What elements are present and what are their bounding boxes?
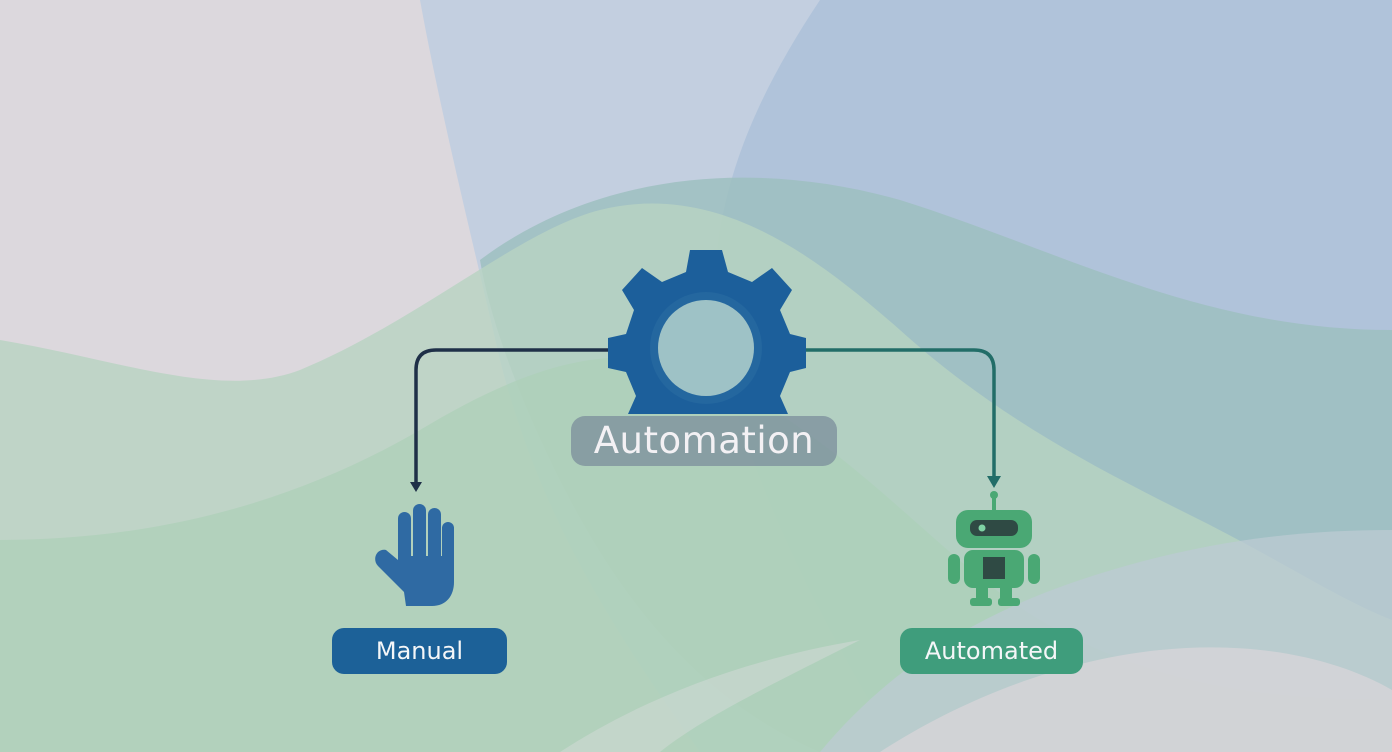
robot-icon xyxy=(948,491,1040,606)
arrowhead-manual xyxy=(410,482,422,492)
connector-manual xyxy=(414,348,612,484)
hand-icon xyxy=(375,504,454,606)
automation-label: Automation xyxy=(571,416,837,466)
manual-label: Manual xyxy=(332,628,507,674)
gear-icon xyxy=(608,250,806,414)
automated-label: Automated xyxy=(900,628,1083,674)
arrowhead-automated xyxy=(987,476,1001,488)
connector-automated xyxy=(800,348,996,478)
